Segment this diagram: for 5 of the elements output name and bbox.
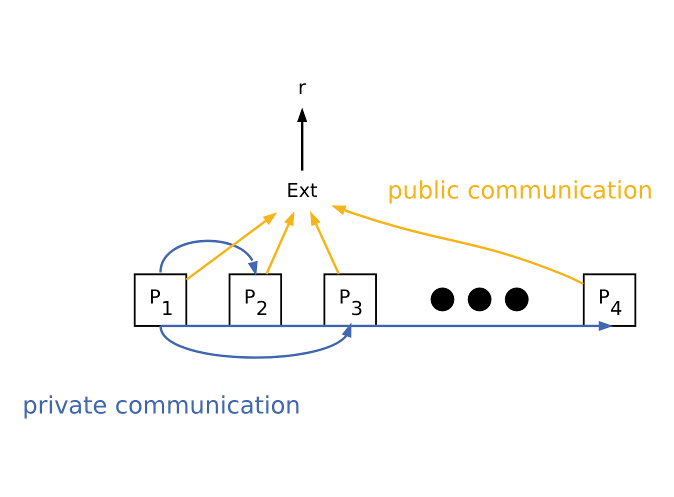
node-text: Ext [286, 179, 318, 202]
node-text: r [298, 76, 306, 99]
label: private communication [22, 392, 301, 420]
label: public communication [387, 176, 653, 205]
label: ● ● ● [428, 280, 530, 316]
